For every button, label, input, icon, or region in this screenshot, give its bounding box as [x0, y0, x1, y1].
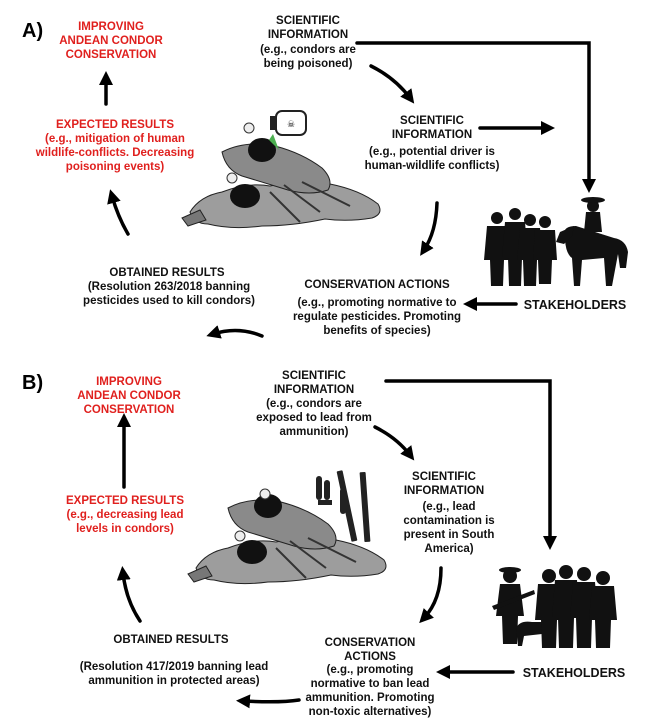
arrow-conservation-to-obtained-a: [206, 325, 264, 339]
improving-conservation-b: IMPROVING ANDEAN CONDOR CONSERVATION: [77, 376, 181, 417]
conservation-actions-title-b: CONSERVATION ACTIONS: [324, 637, 416, 664]
arrow-conservation-to-obtained-b: [236, 694, 301, 709]
panel-label-b: B): [22, 372, 44, 394]
obtained-results-example-a: (Resolution 263/2018 banning pesticides …: [83, 281, 255, 308]
improving-conservation-a: IMPROVING ANDEAN CONDOR CONSERVATION: [59, 21, 163, 62]
stakeholders-silhouettes-a: [484, 197, 628, 286]
ammunition-and-rifles-icon: [316, 470, 371, 543]
scientific-info-1-example-b: (e.g., condors are exposed to lead from …: [256, 398, 372, 439]
stakeholders-silhouettes-b: [492, 565, 617, 648]
scientific-info-1-title-a: SCIENTIFIC INFORMATION: [267, 15, 349, 42]
arrow-sci1-to-sci2-b: [373, 425, 415, 461]
obtained-results-example-b: (Resolution 417/2019 banning lead ammuni…: [79, 661, 269, 688]
obtained-results-title-b: OBTAINED RESULTS: [113, 634, 229, 646]
scientific-info-1-title-b: SCIENTIFIC INFORMATION: [273, 370, 355, 397]
expected-results-a: EXPECTED RESULTS (e.g., mitigation of hu…: [35, 119, 195, 174]
expected-results-example-b: (e.g., decreasing lead levels in condors…: [66, 509, 184, 536]
scientific-info-2-example-b: (e.g., lead contamination is present in …: [403, 501, 495, 556]
conservation-actions-example-b: (e.g., promoting normative to ban lead a…: [305, 664, 435, 719]
expected-results-title-b: EXPECTED RESULTS: [66, 495, 184, 507]
dead-livestock-condors-illustration-a: ☠: [181, 110, 381, 229]
stakeholders-label-b: STAKEHOLDERS: [522, 666, 626, 680]
arrow-obtained-to-expected-a: [107, 189, 130, 236]
scientific-info-2-title-b: SCIENTIFIC INFORMATION: [403, 471, 485, 498]
arrow-obtained-to-expected-b: [116, 566, 142, 623]
arrow-sci2-to-conservation-b: [419, 566, 443, 624]
arrow-top-to-stakeholders-b: [384, 379, 557, 550]
conservation-actions-example-a: (e.g., promoting normative to regulate p…: [292, 297, 462, 338]
dead-livestock-condors-illustration-b: [187, 488, 387, 585]
conservation-actions-title-a: CONSERVATION ACTIONS: [304, 279, 450, 291]
scientific-info-2-title-a: SCIENTIFIC INFORMATION: [391, 115, 473, 142]
arrow-sci1-to-sci2-a: [369, 64, 415, 104]
svg-text:☠: ☠: [287, 120, 295, 130]
obtained-results-title-a: OBTAINED RESULTS: [109, 267, 225, 279]
scientific-info-2-example-a: (e.g., potential driver is human-wildlif…: [364, 146, 500, 173]
arrow-sci2-to-conservation-a: [420, 201, 439, 256]
arrow-top-to-stakeholders-a: [355, 41, 596, 193]
scientific-info-1-example-a: (e.g., condors are being poisoned): [260, 44, 356, 71]
stakeholders-label-a: STAKEHOLDERS: [523, 298, 627, 312]
panel-label-a: A): [22, 20, 44, 42]
